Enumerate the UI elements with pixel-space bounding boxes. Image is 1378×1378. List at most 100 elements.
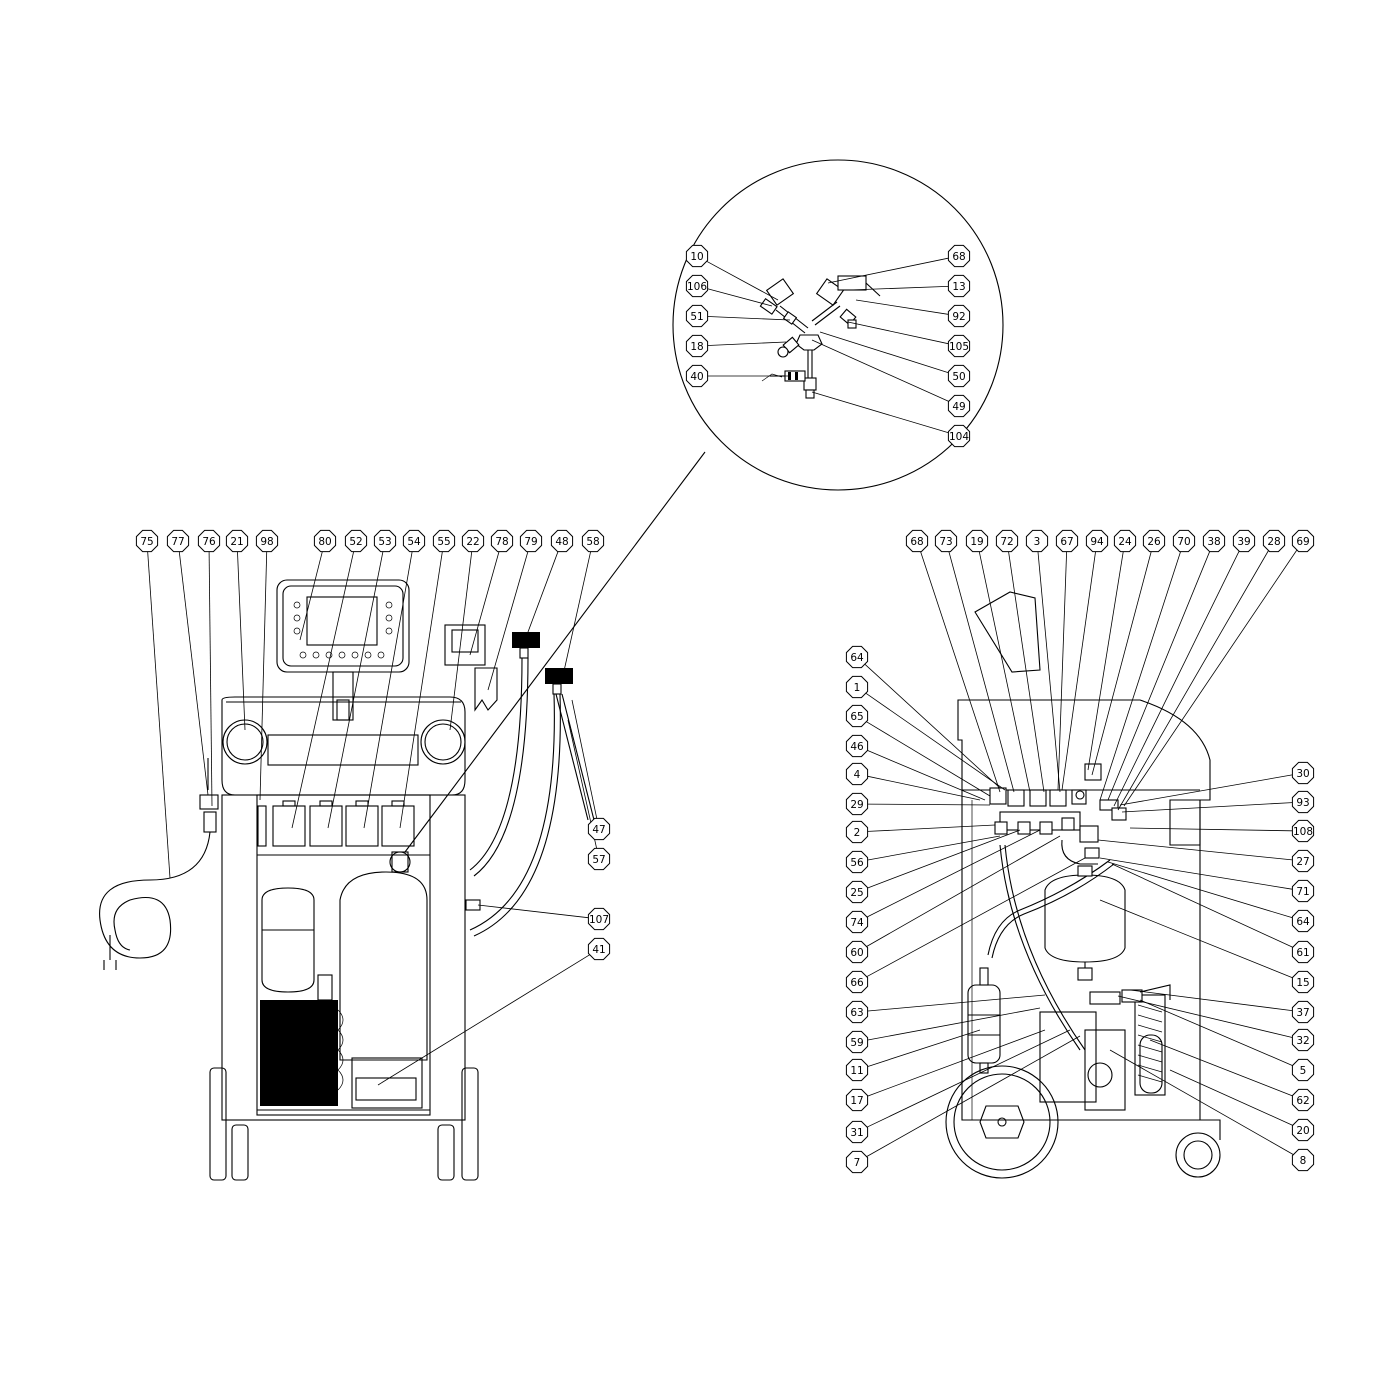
callout-number: 26 [1147,536,1161,548]
callout-side_left-4: 4 [845,762,869,786]
callout-side_right-3: 27 [1291,849,1315,873]
leader-line [1091,551,1152,776]
callout-number: 48 [555,536,568,548]
callout-number: 40 [690,371,703,383]
leader-line [867,835,1001,861]
callout-side_right-0: 30 [1291,761,1315,785]
leader-line [867,824,996,832]
leader-line [1129,989,1293,1011]
callout-front-11: 78 [490,529,514,553]
leader-line [866,1029,1071,1128]
callout-badge [845,734,869,758]
callout-number: 2 [854,827,861,839]
callout-badge [1291,909,1315,933]
callout-number: 71 [1296,886,1309,898]
callout-number: 39 [1237,536,1250,548]
callout-side_right-11: 62 [1291,1088,1315,1112]
leader-line [855,299,949,315]
callout-detail-10: 49 [947,394,971,418]
callout-number: 50 [952,371,965,383]
leader-line [1111,863,1294,948]
leader-line [948,551,1015,793]
leader-line [1119,774,1293,806]
leader-line [866,857,1086,978]
leader-line [866,835,1061,947]
leader-line [1109,1049,1294,1155]
callout-number: 22 [466,536,479,548]
callout-number: 106 [687,281,707,293]
callout-badge [135,529,159,553]
callout-number: 28 [1267,536,1280,548]
callout-detail-7: 92 [947,304,971,328]
callout-side_left-9: 74 [845,910,869,934]
callout-number: 58 [586,536,599,548]
callout-number: 93 [1296,797,1309,809]
callout-side_left-16: 31 [845,1120,869,1144]
callout-number: 13 [952,281,965,293]
callout-badge [845,675,869,699]
leader-line [561,551,591,681]
callout-number: 27 [1296,856,1309,868]
callout-badge [1291,849,1315,873]
callout-detail-4: 40 [685,364,709,388]
callout-badge [845,792,869,816]
callout-number: 75 [140,536,153,548]
leader-line [178,551,209,796]
callout-side_top-1: 73 [934,529,958,553]
callout-badge [461,529,485,553]
leader-line [811,391,949,434]
callout-number: 73 [939,536,952,548]
callout-badge [845,645,869,669]
callout-number: 78 [495,536,508,548]
callout-badge [947,424,971,448]
callout-side_left-5: 29 [845,792,869,816]
callout-badge [947,394,971,418]
callout-badge [1291,1118,1315,1142]
callout-front-3: 21 [225,529,249,553]
callout-side_left-3: 46 [845,734,869,758]
callout-front-1: 77 [166,529,190,553]
callout-number: 77 [171,536,184,548]
side-condenser [1134,994,1166,1096]
callout-number: 32 [1296,1035,1309,1047]
callout-badge [845,1058,869,1082]
callout-badge [845,704,869,728]
leader-line [487,551,529,691]
callout-number: 67 [1060,536,1073,548]
callout-badge [402,529,426,553]
callout-number: 53 [378,536,391,548]
callout-badge [845,940,869,964]
callout-side_left-8: 25 [845,880,869,904]
callout-badge [995,529,1019,553]
callout-detail-8: 105 [947,334,971,358]
leader-line [399,551,443,829]
leader-line [867,803,991,806]
callout-front-13: 48 [550,529,574,553]
callout-number: 18 [690,341,703,353]
callout-badge [934,529,958,553]
callout-badge [313,529,337,553]
callout-side_left-17: 7 [845,1150,869,1174]
callout-side_top-13: 69 [1291,529,1315,553]
callout-number: 20 [1296,1125,1309,1137]
callout-side_top-8: 26 [1142,529,1166,553]
leader-line [866,829,1041,918]
callout-number: 24 [1118,536,1132,548]
callout-badge [1291,529,1315,553]
callout-badge [1291,1058,1315,1082]
callout-badge [344,529,368,553]
callout-badge [225,529,249,553]
callout-side_left-11: 66 [845,970,869,994]
callout-badge [587,907,611,931]
callout-side_right-4: 71 [1291,879,1315,903]
callout-front-0: 75 [135,529,159,553]
callout-detail-2: 51 [685,304,709,328]
castor-wheel [1175,1119,1221,1178]
leader-line [327,551,384,829]
front-view-machine [99,579,595,1181]
leader-line [849,286,949,291]
callout-side_left-6: 2 [845,820,869,844]
leader-line [1057,551,1067,791]
callout-front-14: 58 [581,529,605,553]
leader-line [1169,1069,1294,1126]
